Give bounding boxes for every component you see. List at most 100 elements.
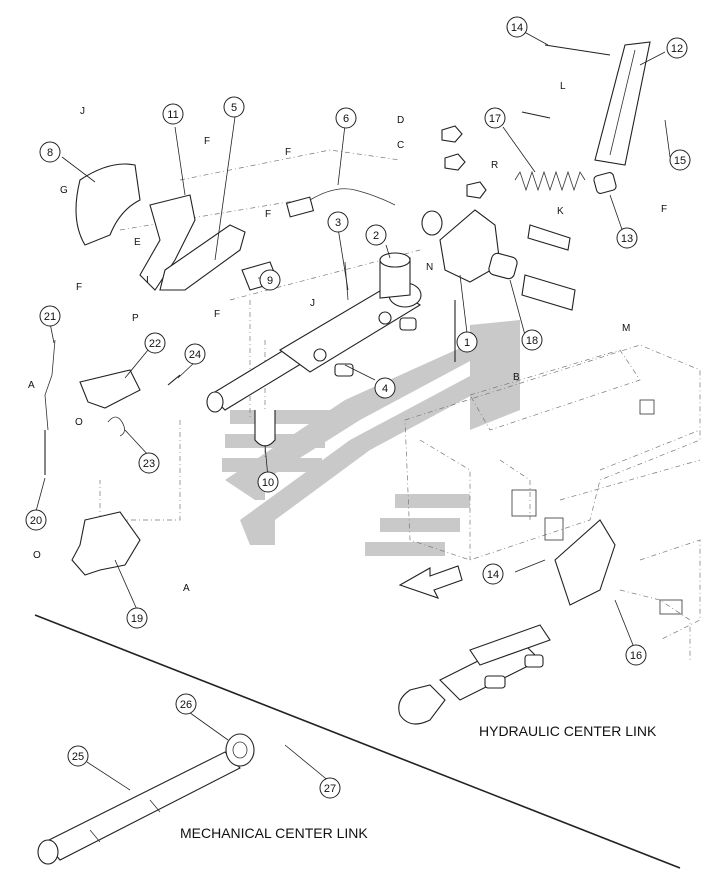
callout-14-bottom: 14 <box>482 563 504 585</box>
svg-text:6: 6 <box>343 113 349 125</box>
callout-26: 26 <box>175 693 197 715</box>
callout-14-top: 14 <box>506 16 528 38</box>
callout-11: 11 <box>162 103 184 125</box>
svg-text:2: 2 <box>373 230 379 242</box>
letter-i: I <box>146 275 149 286</box>
section-divider <box>34 614 681 869</box>
callout-20: 20 <box>25 509 47 531</box>
callout-5: 5 <box>223 96 245 118</box>
installed-hydraulic-assembly <box>398 519 616 725</box>
svg-text:1: 1 <box>464 337 470 349</box>
svg-text:20: 20 <box>30 515 42 527</box>
callout-4: 4 <box>374 377 396 399</box>
letter-j-2: J <box>310 298 315 309</box>
callout-15: 15 <box>669 149 691 171</box>
caption-hydraulic-center-link: HYDRAULIC CENTER LINK <box>479 723 657 739</box>
letter-c: C <box>397 140 404 151</box>
callout-6: 6 <box>335 107 357 129</box>
svg-text:26: 26 <box>180 699 192 711</box>
svg-text:9: 9 <box>267 275 273 287</box>
letter-o-1: O <box>75 417 83 428</box>
callout-25: 25 <box>67 745 89 767</box>
callout-18: 18 <box>521 329 543 351</box>
letter-m: M <box>622 323 630 334</box>
side-plate <box>75 163 141 246</box>
svg-text:8: 8 <box>47 147 53 159</box>
svg-text:22: 22 <box>149 338 161 350</box>
mechanical-link <box>37 733 255 865</box>
callout-19: 19 <box>126 607 148 629</box>
svg-text:12: 12 <box>671 43 683 55</box>
svg-text:16: 16 <box>630 650 642 662</box>
letter-d: D <box>397 115 404 126</box>
svg-text:15: 15 <box>674 155 686 167</box>
svg-text:18: 18 <box>526 335 538 347</box>
letter-p: P <box>132 313 139 324</box>
callout-24: 24 <box>184 343 206 365</box>
callout-16: 16 <box>625 644 647 666</box>
latch-22 <box>79 369 141 409</box>
direction-arrow-icon <box>398 565 463 599</box>
svg-text:10: 10 <box>262 477 274 489</box>
letter-f-4: F <box>76 282 82 293</box>
pin <box>544 44 611 56</box>
mount-plate <box>159 224 246 291</box>
letter-l: L <box>560 81 566 92</box>
svg-text:17: 17 <box>489 113 501 125</box>
callout-22: 22 <box>144 332 166 354</box>
letter-n: N <box>426 262 433 273</box>
spring <box>514 170 586 192</box>
svg-text:25: 25 <box>72 751 84 763</box>
svg-text:4: 4 <box>382 383 388 395</box>
letter-b: B <box>513 372 520 383</box>
callout-10: 10 <box>257 471 279 493</box>
leader-lines <box>34 27 671 791</box>
svg-text:14: 14 <box>487 569 499 581</box>
bushing <box>593 172 617 194</box>
letter-f-1: F <box>285 147 291 158</box>
svg-text:23: 23 <box>143 458 155 470</box>
letter-f-5: F <box>214 309 220 320</box>
svg-text:27: 27 <box>324 783 336 795</box>
svg-text:5: 5 <box>231 102 237 114</box>
switch-body <box>285 196 315 218</box>
callout-27: 27 <box>319 777 341 799</box>
watermark-logo <box>222 320 520 556</box>
letter-r: R <box>491 160 498 171</box>
letter-j-1: J <box>80 106 85 117</box>
hook-19 <box>71 511 141 576</box>
callout-1: 1 <box>456 331 478 353</box>
callout-3: 3 <box>327 211 349 233</box>
svg-text:14: 14 <box>511 22 523 34</box>
letter-f-3: F <box>265 209 271 220</box>
callout-21: 21 <box>39 305 61 327</box>
letter-f-6: F <box>661 204 667 215</box>
svg-text:19: 19 <box>131 613 143 625</box>
letter-labels: A A B C D E F F F F F F G I J J K L M N … <box>28 81 667 594</box>
tractor-frame-outline <box>99 149 701 660</box>
svg-text:13: 13 <box>621 233 633 245</box>
letter-f-2: F <box>204 136 210 147</box>
svg-text:3: 3 <box>335 217 341 229</box>
callout-8: 8 <box>39 141 61 163</box>
letter-e: E <box>134 237 141 248</box>
svg-text:11: 11 <box>167 109 178 121</box>
u-bracket <box>254 410 276 447</box>
caption-mechanical-center-link: MECHANICAL CENTER LINK <box>180 825 368 841</box>
letter-o-2: O <box>33 550 41 561</box>
washer-n <box>421 210 443 236</box>
letter-k: K <box>557 206 564 217</box>
callout-13: 13 <box>616 227 638 249</box>
svg-text:24: 24 <box>189 349 201 361</box>
svg-text:21: 21 <box>44 311 56 323</box>
callout-2: 2 <box>365 224 387 246</box>
letter-a-upper: A <box>28 380 35 391</box>
callout-9: 9 <box>259 269 281 291</box>
callout-23: 23 <box>138 452 160 474</box>
letter-g: G <box>60 185 68 196</box>
letter-a-lower: A <box>183 583 190 594</box>
callout-17: 17 <box>484 107 506 129</box>
callout-12: 12 <box>666 37 688 59</box>
hydraulic-cylinder <box>206 252 422 413</box>
